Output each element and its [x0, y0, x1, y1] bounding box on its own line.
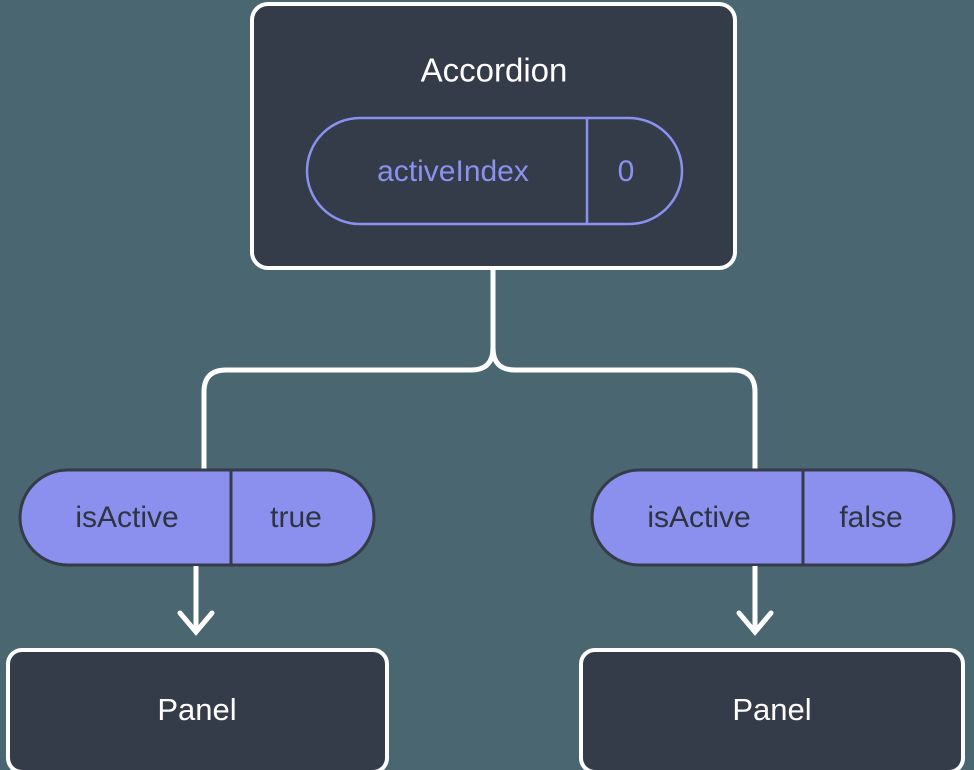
panel-node-left-label: Panel [157, 692, 236, 727]
branch-right-arrow-head-icon [736, 610, 774, 636]
root-node-accordion[interactable]: Accordion activeIndex 0 [250, 2, 737, 270]
panel-node-left-border [6, 648, 389, 770]
panel-node-left-background [8, 650, 387, 770]
branch-left: isActive true Panel [6, 468, 389, 770]
panel-node-right[interactable]: Panel [579, 648, 965, 770]
branch-left-prop-value: true [270, 501, 322, 534]
fork-connector [201, 265, 496, 473]
panel-node-right-background [581, 650, 963, 770]
panel-node-right-label: Panel [732, 692, 811, 727]
branch-right-arrow [736, 566, 774, 636]
root-prop-pill[interactable]: activeIndex 0 [305, 116, 684, 226]
connector-group [201, 265, 758, 473]
root-node-border [250, 2, 737, 270]
branch-right-pill-background [590, 468, 956, 567]
panel-node-right-border [579, 648, 965, 770]
branch-left-arrow [177, 566, 215, 636]
panel-node-left[interactable]: Panel [6, 648, 389, 770]
branch-left-prop-pill[interactable]: isActive true [18, 468, 376, 567]
branch-right-prop-pill[interactable]: isActive false [590, 468, 956, 567]
root-prop-pill-outline [305, 116, 684, 226]
branch-left-prop-name: isActive [75, 501, 178, 534]
root-prop-name: activeIndex [377, 155, 529, 188]
branch-right-prop-value: false [839, 501, 902, 534]
root-prop-value: 0 [618, 155, 635, 188]
branch-left-arrow-head-icon [177, 610, 215, 636]
fork-connector-right [490, 345, 758, 473]
branch-left-pill-background [18, 468, 376, 567]
root-node-background [252, 4, 735, 268]
branch-right: isActive false Panel [579, 468, 965, 770]
root-node-title: Accordion [421, 52, 568, 89]
branch-right-prop-name: isActive [647, 501, 750, 534]
